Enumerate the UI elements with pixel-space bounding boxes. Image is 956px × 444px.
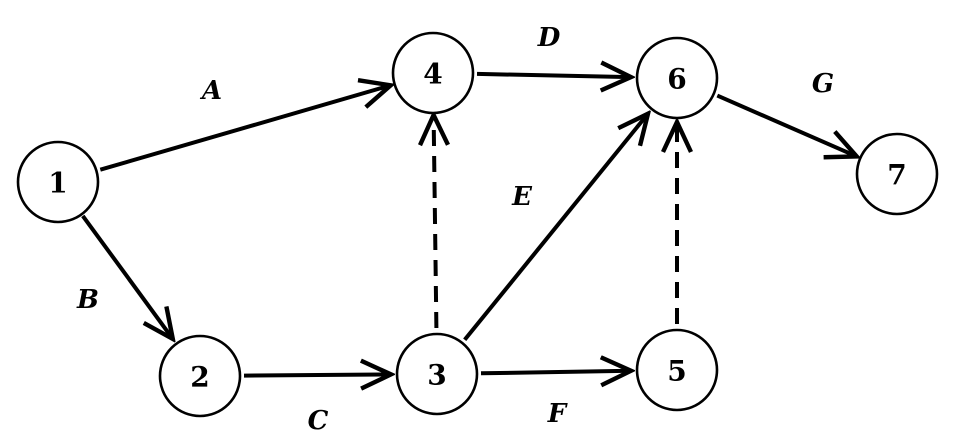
edge-g [716, 93, 856, 157]
edge-c [243, 374, 391, 375]
node-2: 2 [158, 334, 242, 418]
node-3: 3 [395, 332, 479, 416]
edge-a [99, 85, 390, 172]
edge-b [81, 214, 173, 339]
node-label: 3 [427, 359, 446, 392]
node-circle [395, 332, 479, 416]
node-5: 5 [635, 328, 719, 412]
node-circle [158, 334, 242, 418]
dummy-edge-3-4 [434, 115, 437, 329]
edge-label-c: C [308, 406, 329, 436]
node-4: 4 [391, 31, 475, 115]
edge-label-a: A [199, 76, 222, 106]
edge-d [476, 74, 631, 77]
edge-e [463, 114, 648, 342]
node-circle [391, 31, 475, 115]
node-label: 2 [190, 361, 209, 394]
node-label: 7 [887, 159, 906, 192]
node-label: 5 [667, 355, 686, 388]
node-1: 1 [16, 140, 100, 224]
edge-labels: A B C D E F G [76, 23, 834, 436]
edge-label-e: E [511, 182, 533, 212]
node-label: 6 [667, 63, 686, 96]
edge-label-b: B [76, 285, 99, 315]
edges [81, 74, 857, 376]
edge-label-d: D [537, 23, 561, 53]
edge-f [480, 371, 631, 374]
edge-label-f: F [547, 399, 568, 429]
node-7: 7 [855, 132, 939, 216]
node-label: 4 [423, 58, 442, 91]
node-label: 1 [48, 167, 67, 200]
node-6: 6 [635, 36, 719, 120]
edge-label-g: G [812, 69, 834, 99]
node-circle [635, 36, 719, 120]
node-circle [16, 140, 100, 224]
node-circle [635, 328, 719, 412]
node-circle [855, 132, 939, 216]
nodes: 1 2 3 4 5 6 7 [16, 31, 939, 418]
